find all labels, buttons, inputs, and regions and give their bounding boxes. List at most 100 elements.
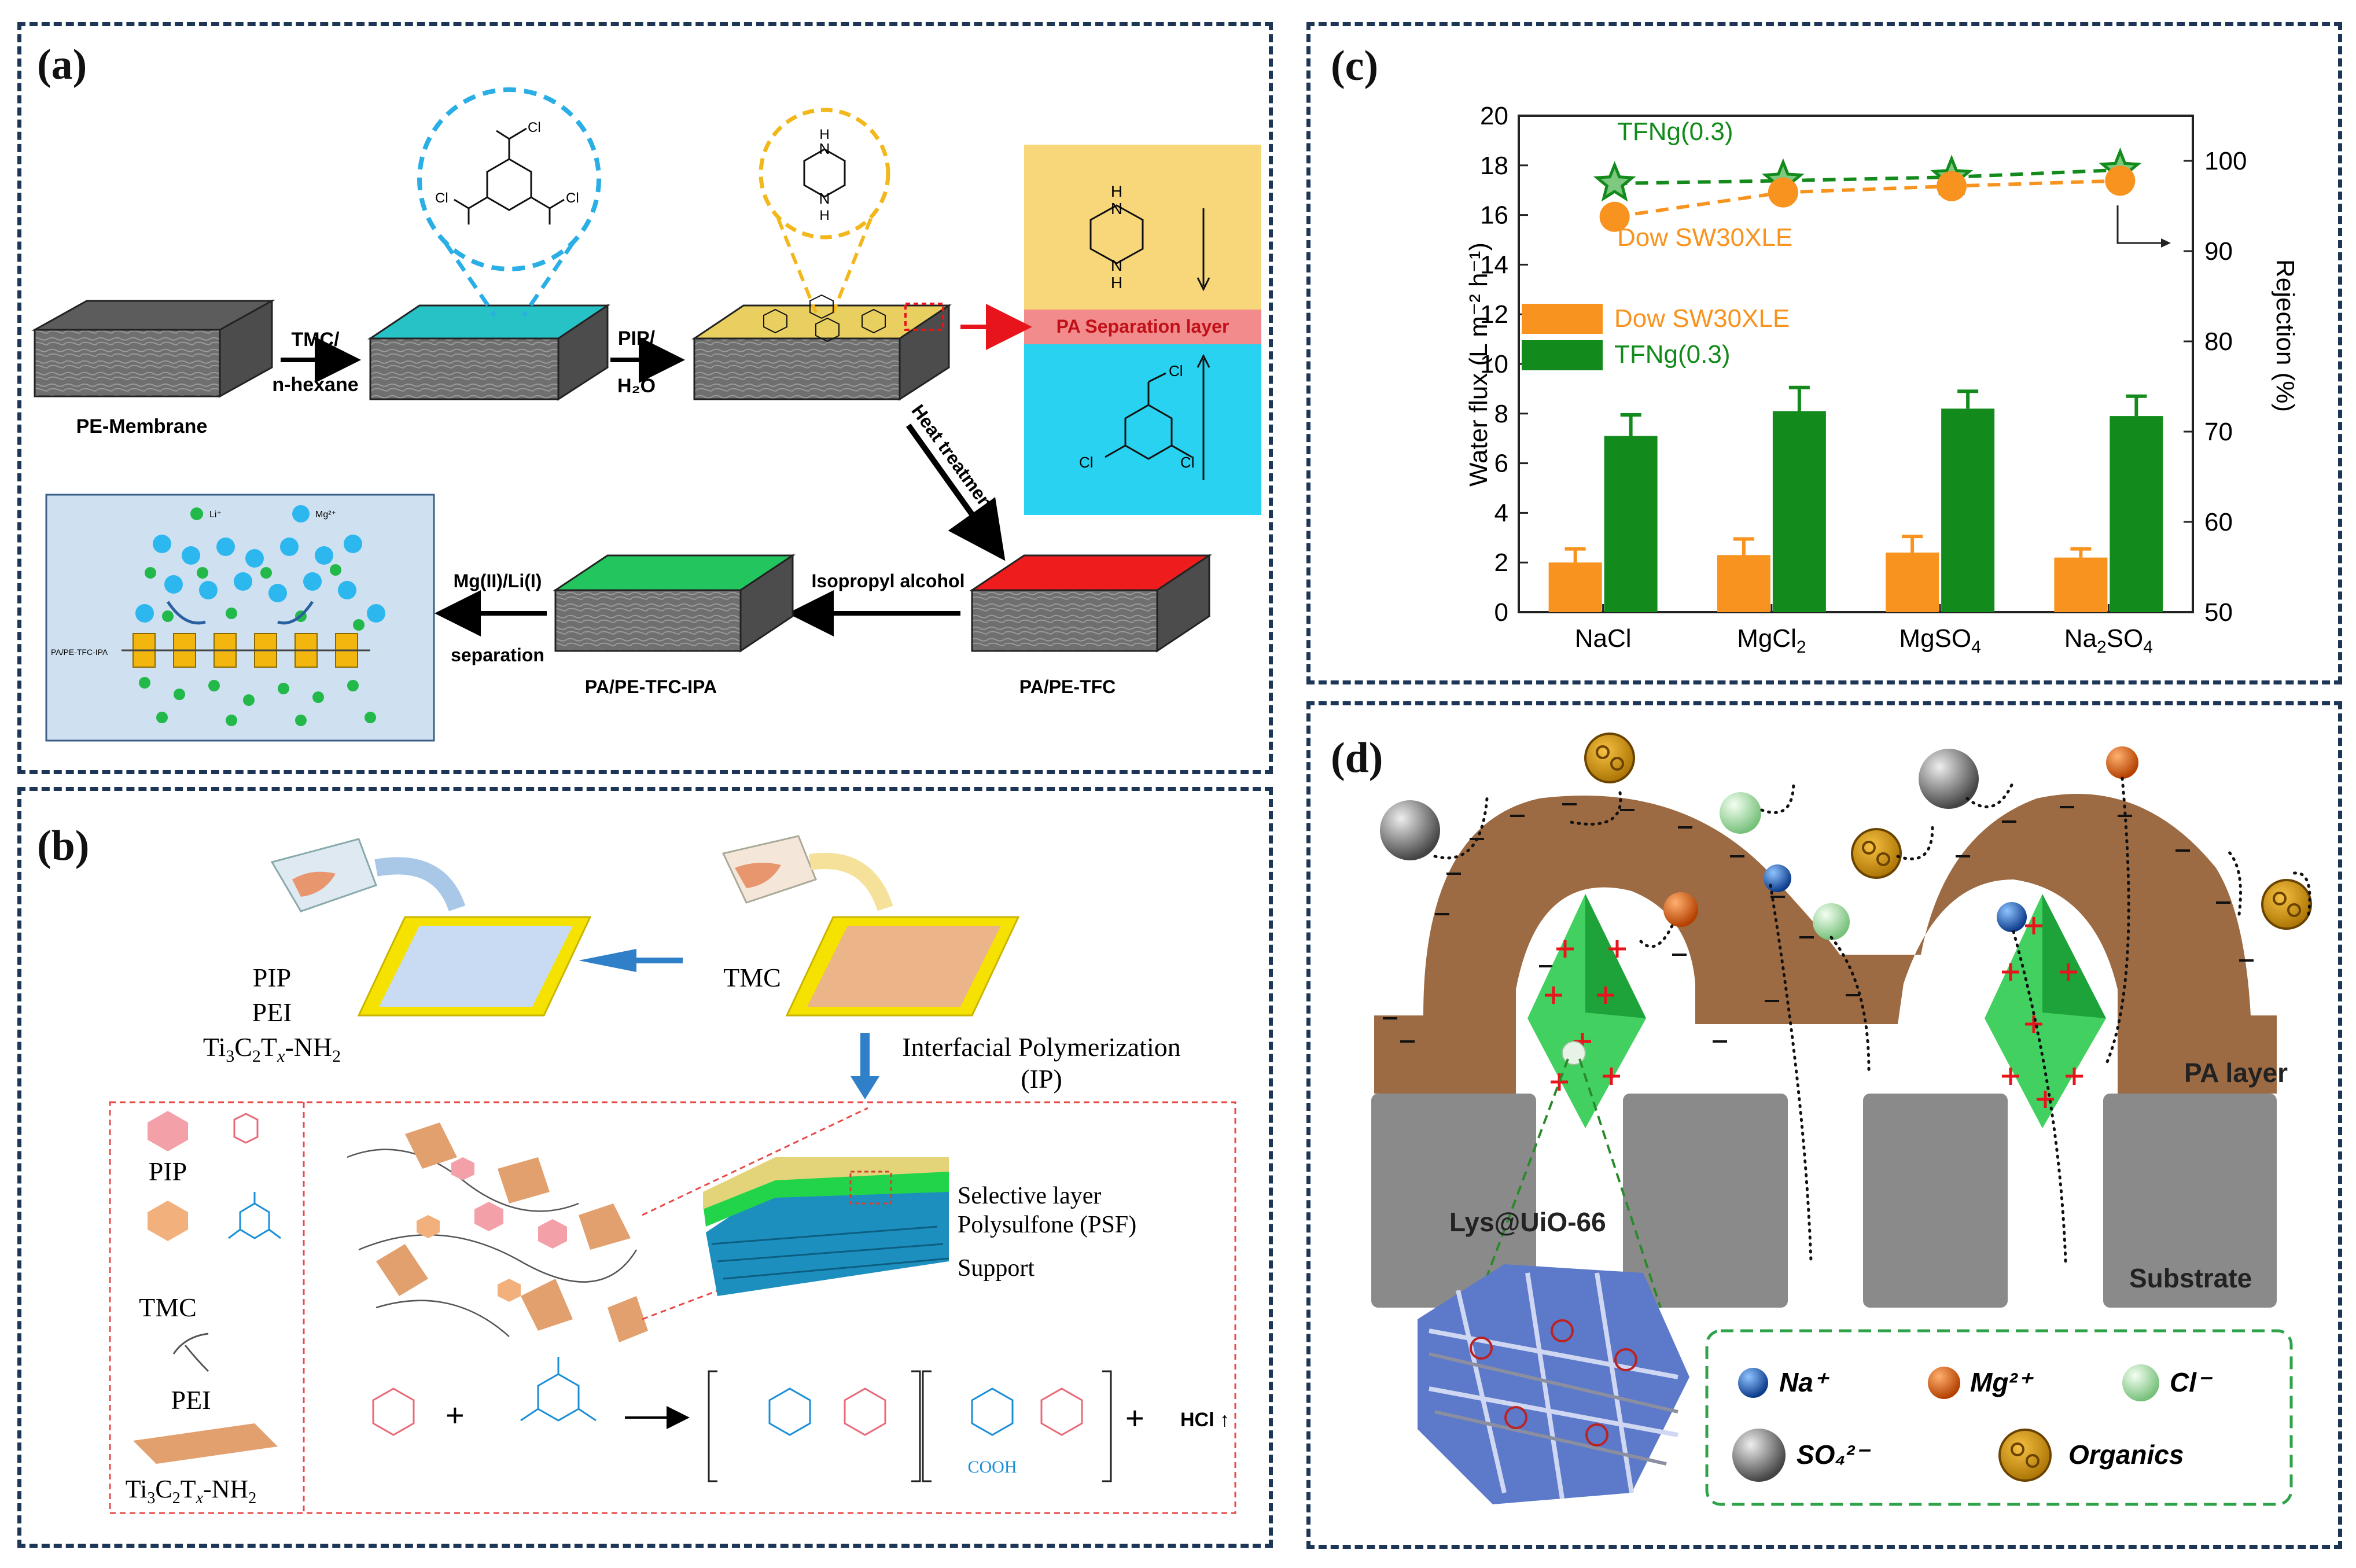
y-tick-label: 16 — [1480, 201, 1508, 230]
inset-pa-blocks — [122, 633, 370, 668]
label-psf: Polysulfone (PSF) — [958, 1212, 1136, 1238]
ion-cl-2 — [1813, 903, 1850, 940]
y-tick-label: 14 — [1480, 251, 1508, 279]
y-tick-label: 20 — [1480, 102, 1508, 130]
pip-magnifier-circle — [759, 108, 890, 240]
y-tick-label: 12 — [1480, 300, 1508, 329]
surface-pip-rings — [763, 294, 886, 343]
zoom-line-top — [642, 1107, 868, 1216]
legend-na-text: Na⁺ — [1779, 1367, 1830, 1397]
inset-li-text: Li⁺ — [209, 510, 222, 520]
zoom-aqueous-phase — [1024, 344, 1261, 515]
pip-molecule — [803, 148, 846, 198]
reaction-plus-2: + — [1125, 1400, 1144, 1436]
isopropyl-label: Isopropyl alcohol — [812, 570, 965, 591]
blue-process-arrow-down — [851, 1033, 879, 1099]
blue-process-arrow-1 — [579, 949, 683, 972]
tmc-magnifier-circle — [417, 87, 601, 271]
reaction-plus-1: + — [446, 1397, 465, 1433]
chart-ylabel: Water flux (L m⁻² h⁻¹) — [1464, 242, 1493, 487]
label-pei: PEI — [252, 998, 292, 1027]
arrow-heat-treatment — [905, 424, 1006, 561]
legend-tmc-molecule — [228, 1192, 281, 1239]
legend-mxene-shape — [133, 1423, 278, 1464]
label-pip: PIP — [253, 963, 291, 992]
inset-mg-ions — [135, 535, 385, 623]
y2-tick-label: 50 — [2204, 598, 2233, 627]
inset-ion-arrows — [166, 601, 314, 625]
label-tmc: TMC — [723, 963, 781, 992]
tmc-cl-label-2: Cl — [435, 190, 448, 206]
x-tick-label: MgCl2 — [1737, 624, 1806, 657]
legend-cl-icon — [2122, 1364, 2159, 1401]
bar — [1772, 411, 1826, 612]
inset-mg-text: Mg²⁺ — [315, 510, 336, 520]
beaker-pip-pei — [270, 838, 377, 912]
substrate-blocks — [1371, 1094, 2277, 1308]
label-ti3c2tx-nh2: Ti3C2Tx-NH2 — [203, 1032, 341, 1066]
step-tmc-label-1: TMC/ — [291, 329, 340, 351]
legend-tmc-shape — [148, 1201, 188, 1241]
x-tick-label: Na2SO4 — [2064, 624, 2153, 657]
legend-organics-text: Organics — [2068, 1440, 2184, 1470]
rejection-point-circle — [1599, 201, 1630, 232]
mof-lattice-inset — [1418, 1264, 1689, 1504]
mg-li-label-2: separation — [451, 645, 544, 665]
inset-li-legend — [190, 507, 203, 520]
rejection-line — [1614, 168, 2121, 185]
ion-legend-box — [1705, 1329, 2293, 1506]
pa-layer — [1374, 794, 2277, 1094]
rejection-point-circle — [1768, 177, 1798, 208]
label-support: Support — [958, 1255, 1035, 1282]
legend-bar-green-swatch — [1522, 340, 1603, 370]
mg-li-label-1: Mg(II)/Li(I) — [454, 570, 542, 591]
y2-tick-label: 70 — [2204, 418, 2233, 446]
legend-so4-icon — [1732, 1429, 1786, 1482]
legend-so4-text: SO₄²⁻ — [1797, 1440, 1871, 1470]
y-tick-label: 6 — [1494, 450, 1508, 478]
legend-bar-orange-swatch — [1522, 304, 1603, 334]
legend-organics-icon — [1998, 1429, 2052, 1482]
label-ip-2: (IP) — [1021, 1064, 1062, 1094]
pour-arrow-1 — [374, 857, 466, 912]
pe-membrane-label: PE-Membrane — [76, 415, 208, 437]
beaker-tmc — [721, 835, 817, 904]
zoom-tmc-cl-3: Cl — [1180, 454, 1195, 471]
y-tick-label: 10 — [1480, 350, 1508, 378]
inset-label: PA/PE-TFC-IPA — [51, 647, 108, 657]
ion-mg-1 — [2106, 746, 2138, 779]
pour-arrow-2 — [808, 852, 893, 911]
pa-pe-tfc-ipa-slab — [553, 554, 796, 653]
tmc-molecule — [454, 127, 565, 224]
legend-pip-shape — [148, 1111, 188, 1151]
tmc-magnifier-line-right — [522, 242, 575, 316]
rejection-point-star — [1593, 161, 1636, 202]
reaction-pip — [372, 1387, 415, 1436]
y-tick-label: 0 — [1494, 598, 1508, 627]
y2-tick-label: 100 — [2204, 147, 2247, 175]
rejection-axis-pointer-head — [2161, 238, 2171, 248]
zoom-tmc-molecule — [1105, 354, 1210, 480]
y2-tick-label: 60 — [2204, 508, 2233, 536]
zoom-pip-molecule — [1089, 204, 1210, 292]
ion-mg-2 — [1663, 892, 1698, 927]
pip-h-label-bottom: H — [819, 208, 829, 223]
polymer-network — [347, 1122, 648, 1342]
legend-tmc-text: TMC — [139, 1293, 197, 1322]
bar — [1604, 436, 1658, 612]
x-tick-label: MgSO4 — [1899, 624, 1980, 657]
reaction-cooh: COOH — [967, 1457, 1017, 1477]
pe-membrane-slab — [31, 299, 275, 398]
mof-octahedron-left — [1527, 894, 1646, 1128]
legend-pip-ring — [233, 1113, 259, 1144]
y-tick-label: 8 — [1494, 400, 1508, 428]
bar — [2054, 557, 2108, 612]
legend-bar-green: TFNg(0.3) — [1614, 340, 1730, 369]
bar — [1717, 555, 1770, 612]
ion-trajectories — [1433, 776, 2311, 1263]
inset-mg-legend — [292, 505, 310, 522]
legend-pei-text: PEI — [171, 1385, 211, 1415]
pip-n-label-bottom: N — [819, 190, 830, 207]
legend-mg-icon — [1928, 1367, 1960, 1399]
